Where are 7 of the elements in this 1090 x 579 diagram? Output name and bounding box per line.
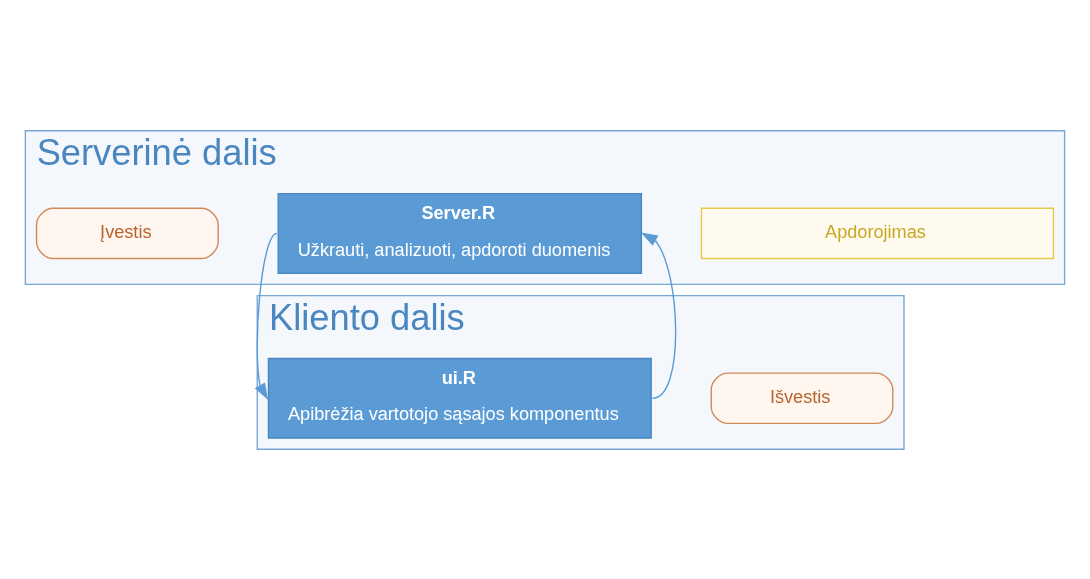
node-box: ui.R Apibrėžia vartotojo sąsajos komponentus	[267, 357, 652, 439]
node-box: Išvestis	[710, 371, 894, 424]
arrow	[640, 231, 677, 399]
arrow	[254, 232, 278, 400]
node-box: Server.R Užkrauti, analizuoti, apdoroti duomenis	[277, 192, 643, 274]
node-box: Įvestis	[35, 207, 219, 259]
node-box: Apdorojimas	[700, 207, 1055, 259]
